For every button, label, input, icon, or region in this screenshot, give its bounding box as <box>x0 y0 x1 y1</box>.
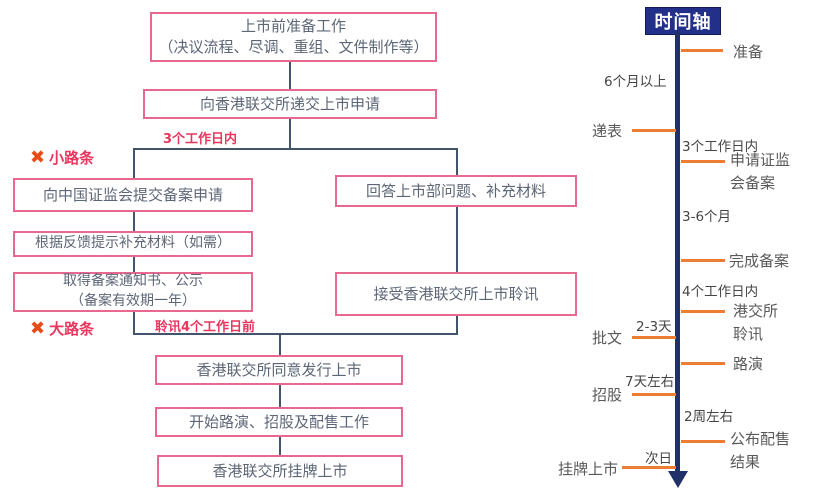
flow-box-preparation: 上市前准备工作 （决议流程、尽调、重组、文件制作等） <box>150 12 437 62</box>
tick-offering <box>632 393 676 396</box>
connector-merge-horizontal <box>133 333 458 335</box>
tick-allotment-result <box>681 440 725 443</box>
connector-notice-to-merge <box>133 312 135 333</box>
connector-approve-to-roadshow <box>279 385 281 407</box>
tick-csrc-filing <box>681 160 725 163</box>
duration-about-7-days: 7天左右 <box>625 374 675 390</box>
duration-within-4-workdays: 4个工作日内 <box>682 284 759 300</box>
milestone-roadshow: 路演 <box>733 355 764 373</box>
timeline-arrow-down-icon <box>668 471 688 488</box>
connector-merge-to-approve <box>279 333 281 355</box>
note-big-pathway: ✖ 大路条 <box>30 318 94 339</box>
connector-branch-horizontal <box>133 148 458 150</box>
connector-branch-left-drop <box>133 148 135 178</box>
tick-listing <box>622 466 676 469</box>
tick-roadshow <box>681 362 725 365</box>
duration-next-day: 次日 <box>645 451 672 467</box>
flow-box-filing-notice: 取得备案通知书、公示 （备案有效期一年） <box>13 272 253 312</box>
milestone-filing-done: 完成备案 <box>729 252 790 270</box>
flow-box-listing: 香港联交所挂牌上市 <box>157 455 403 487</box>
timeline-title: 时间轴 <box>645 7 721 35</box>
connector-branch-right-drop <box>456 148 458 175</box>
connector-answer-to-hearing <box>456 207 458 272</box>
milestone-approval: 批文 <box>592 329 623 347</box>
label-before-hearing-4-workdays: 聆讯4个工作日前 <box>155 320 256 335</box>
label-within-3-workdays: 3个工作日内 <box>163 132 238 147</box>
flow-box-hkex-hearing: 接受香港联交所上市聆讯 <box>335 272 577 316</box>
tick-approval <box>632 336 676 339</box>
flow-box-hkex-approval: 香港联交所同意发行上市 <box>155 355 403 385</box>
tick-file-application <box>632 129 676 132</box>
connector-csrc-to-feedback <box>133 212 135 231</box>
milestone-hkex-hearing: 港交所 聆讯 <box>733 302 779 344</box>
duration-within-3-workdays: 3个工作日内 <box>682 139 759 155</box>
milestone-csrc-filing: 申请证监 会备案 <box>730 151 791 193</box>
milestone-listing: 挂牌上市 <box>558 460 619 478</box>
connector-roadshow-to-listing <box>279 437 281 455</box>
flow-box-answer-questions: 回答上市部问题、补充材料 <box>335 175 577 207</box>
flow-box-roadshow-offering: 开始路演、招股及配售工作 <box>155 407 403 437</box>
milestone-file-application: 递表 <box>592 122 623 140</box>
duration-3-to-6-months: 3-6个月 <box>682 209 732 225</box>
duration-over-6-months: 6个月以上 <box>604 74 667 90</box>
duration-2-to-3-days: 2-3天 <box>636 319 672 335</box>
connector-feedback-to-notice <box>133 257 135 272</box>
connector-prep-to-submit <box>289 62 291 89</box>
x-mark-icon: ✖ <box>30 146 46 168</box>
flow-box-csrc-filing: 向中国证监会提交备案申请 <box>13 178 253 212</box>
x-mark-icon: ✖ <box>30 317 46 339</box>
milestone-prepare: 准备 <box>733 43 764 61</box>
connector-hearing-to-merge <box>456 316 458 333</box>
milestone-offering: 招股 <box>592 386 623 404</box>
connector-submit-to-branch <box>289 119 291 148</box>
milestone-allotment-result: 公布配售 结果 <box>730 430 791 472</box>
flow-box-feedback-materials: 根据反馈提示补充材料（如需） <box>13 231 253 257</box>
tick-filing-done <box>681 259 725 262</box>
flow-box-submit-application: 向香港联交所递交上市申请 <box>143 89 437 119</box>
tick-hkex-hearing <box>681 310 725 313</box>
note-small-pathway: ✖ 小路条 <box>30 147 94 168</box>
note-small-pathway-label: 小路条 <box>49 149 95 167</box>
timeline-axis-line <box>675 31 680 472</box>
tick-prepare <box>681 49 723 52</box>
note-big-pathway-label: 大路条 <box>49 320 95 338</box>
duration-about-2-weeks: 2周左右 <box>684 409 734 425</box>
